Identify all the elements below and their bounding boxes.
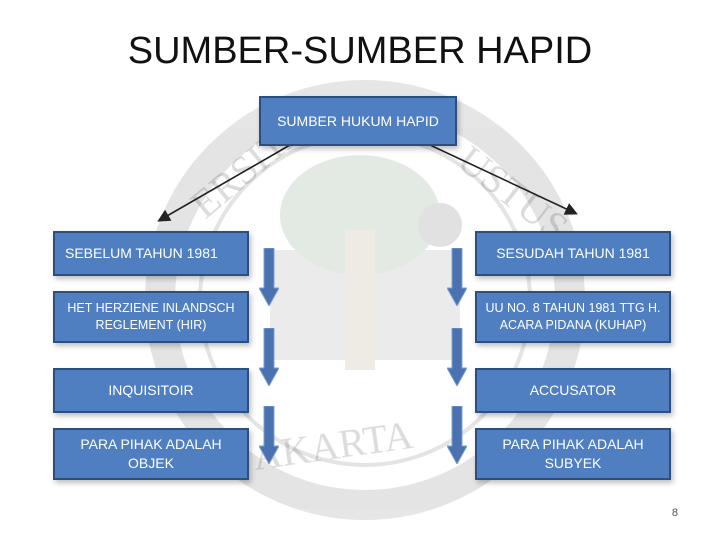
right-header-box: SESUDAH TAHUN 1981 [475, 231, 671, 276]
root-box: SUMBER HUKUM HAPID [259, 96, 457, 146]
down-arrow-icon [447, 248, 467, 306]
right-item-label: ACCUSATOR [529, 382, 617, 399]
page-number: 8 [671, 507, 678, 519]
right-item-label: PARA PIHAK ADALAH SUBYEK [502, 436, 644, 471]
left-item-label: HET HERZIENE INLANDSCH REGLEMENT (HIR) [67, 301, 235, 332]
left-item-box: INQUISITOIR [53, 368, 249, 413]
left-header-label: SEBELUM TAHUN 1981 [65, 245, 218, 262]
right-item-box: PARA PIHAK ADALAH SUBYEK [475, 428, 671, 480]
left-item-label: INQUISITOIR [108, 382, 194, 399]
connector-right [429, 144, 578, 215]
down-arrow-icon [259, 328, 279, 386]
root-box-label: SUMBER HUKUM HAPID [277, 112, 439, 129]
down-arrow-icon [447, 328, 467, 386]
down-arrow-icon [259, 248, 279, 306]
slide-title: SUMBER-SUMBER HAPID [127, 30, 593, 72]
right-item-label: UU NO. 8 TAHUN 1981 TTG H. ACARA PIDANA … [485, 301, 661, 332]
down-arrow-icon [447, 406, 467, 464]
right-item-box: UU NO. 8 TAHUN 1981 TTG H. ACARA PIDANA … [475, 291, 671, 343]
connector-left [157, 144, 291, 222]
left-item-label: PARA PIHAK ADALAH OBJEK [80, 436, 222, 471]
left-item-box: HET HERZIENE INLANDSCH REGLEMENT (HIR) [53, 291, 249, 343]
left-header-box: SEBELUM TAHUN 1981 [53, 231, 249, 276]
right-item-box: ACCUSATOR [475, 368, 671, 413]
down-arrow-icon [259, 406, 279, 464]
right-header-label: SESUDAH TAHUN 1981 [496, 245, 650, 262]
left-item-box: PARA PIHAK ADALAH OBJEK [53, 428, 249, 480]
